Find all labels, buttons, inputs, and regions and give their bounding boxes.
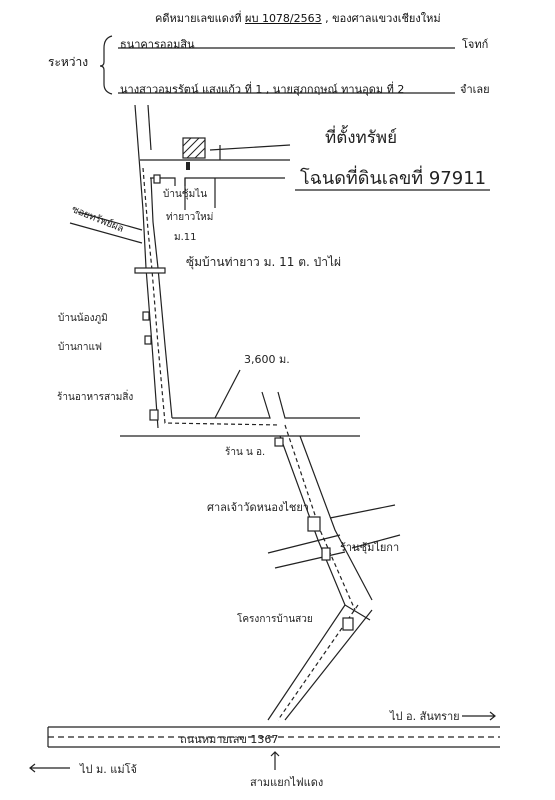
house-label-1: บ้านชุ้มไน <box>163 189 208 200</box>
deed-label: โฉนดที่ดินเลขที่ 97911 <box>300 168 487 189</box>
project-box <box>342 617 354 631</box>
plaintiff-role: โจทก์ <box>462 38 489 51</box>
house-box-1 <box>153 174 161 184</box>
property-label: ที่ตั้งทรัพย์ <box>325 128 398 148</box>
village-label-1: ท่ายาวใหม่ <box>166 212 214 223</box>
main-road-right <box>147 104 152 151</box>
house-box-3 <box>144 335 152 345</box>
defendant-role: จำเลย <box>460 83 490 96</box>
shop-label: ร้าน น อ. <box>225 447 266 458</box>
to-sansai-label: ไป อ. สันทราย <box>390 710 460 723</box>
restaurant-box <box>149 409 159 421</box>
court-name: , ของศาลแขวงเชียงใหม่ <box>325 12 441 25</box>
to-maejo-label: ไป ม. แม่โจ้ <box>80 763 137 776</box>
soi-road <box>69 211 143 244</box>
house-box-2 <box>142 311 150 321</box>
shop-box-2 <box>321 547 331 561</box>
road-label: ถนนหมายเลข 1367 <box>180 733 279 746</box>
house-label-2: บ้านน้องภูมิ <box>58 313 108 324</box>
project-label: โครงการบ้านสวย <box>237 614 313 625</box>
case-number-line: คดีหมายเลขแดงที่ ผบ 1078/2563 , ของศาลแข… <box>155 9 441 27</box>
arrow-to-sansai <box>462 711 496 721</box>
arrow-to-maejo <box>29 763 70 773</box>
restaurant-label: ร้านอาหารสามสิ่ง <box>57 392 134 403</box>
distance-label: 3,600 ม. <box>244 353 290 366</box>
property-marker <box>182 137 206 159</box>
arch-bar <box>134 267 166 274</box>
arch-label: ซุ้มบ้านท่ายาว ม. 11 ต. ป่าไผ่ <box>186 255 342 269</box>
junction-arrow <box>270 751 280 770</box>
main-road-left <box>134 104 159 429</box>
between-brace <box>99 35 113 95</box>
between-label: ระหว่าง <box>48 55 89 69</box>
shrine-label: ศาลเจ้าวัดหนองไชยา <box>207 501 309 514</box>
house-label-3: บ้านกาแฟ <box>58 342 102 353</box>
case-number: ผบ 1078/2563 <box>245 12 322 25</box>
village-label-2: ม.11 <box>174 232 197 243</box>
shrine-box <box>307 516 321 532</box>
shop-box <box>274 437 284 447</box>
junction-label: สามแยกไฟแดง <box>250 776 324 789</box>
shop-label-2: ร้านชุ้มไยกา <box>340 541 400 554</box>
case-prefix: คดีหมายเลขแดงที่ <box>155 12 242 25</box>
property-post <box>186 162 190 170</box>
